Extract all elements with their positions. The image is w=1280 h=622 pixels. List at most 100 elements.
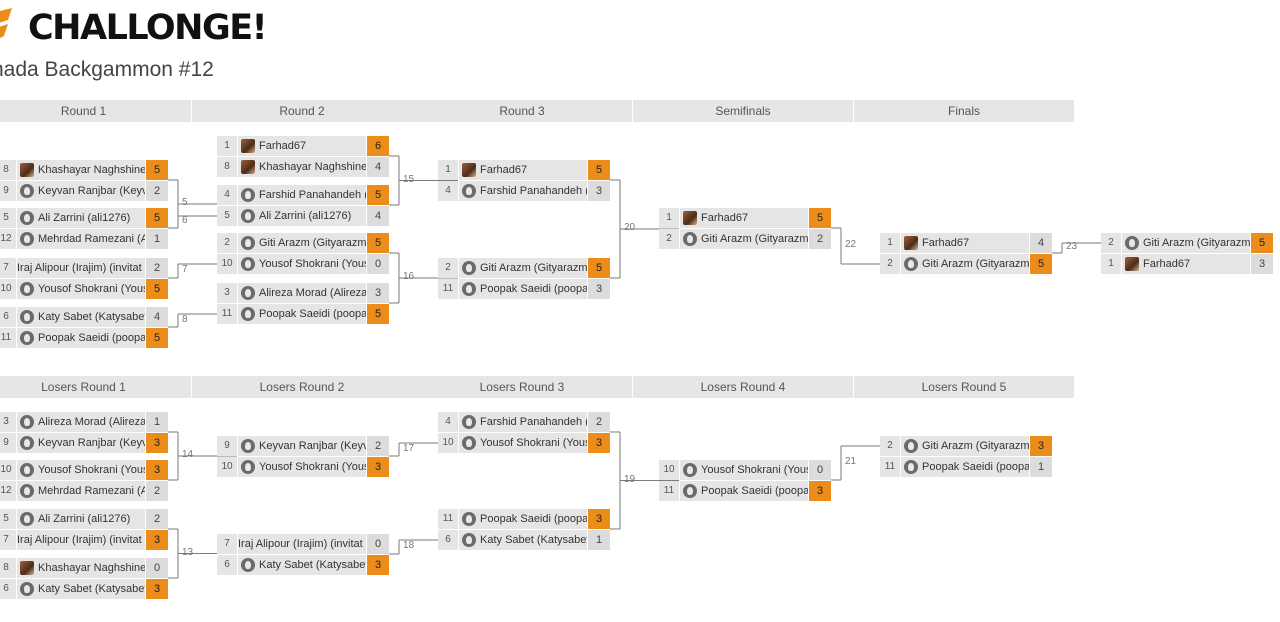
player-name-cell[interactable]: Poopak Saeidi (poopa — [459, 509, 587, 529]
player-name-cell[interactable]: Poopak Saeidi (poopa — [459, 279, 587, 299]
player-name-cell[interactable]: Ali Zarrini (ali1276) — [17, 509, 145, 529]
player-name-cell[interactable]: Farhad67 — [459, 160, 587, 180]
player-name-cell[interactable]: Ali Zarrini (ali1276) — [238, 206, 366, 226]
player-name-cell[interactable]: Farshid Panahandeh ( — [459, 412, 587, 432]
player-name-cell[interactable]: Farhad67 — [1122, 254, 1250, 274]
player-name-cell[interactable]: Mehrdad Ramezani (A — [17, 481, 145, 501]
player-name-cell[interactable]: Mehrdad Ramezani (A — [17, 229, 145, 249]
player-name-cell[interactable]: Ali Zarrini (ali1276) — [17, 208, 145, 228]
player-name-cell[interactable]: Farshid Panahandeh ( — [238, 185, 366, 205]
player-name-cell[interactable]: Giti Arazm (Gityarazm — [680, 229, 808, 249]
player-name-cell[interactable]: Katy Sabet (Katysabet — [238, 555, 366, 575]
player-name-cell[interactable]: Giti Arazm (Gityarazm — [238, 233, 366, 253]
challonge-logo[interactable]: CHALLONGE! — [0, 6, 268, 48]
player-name-cell[interactable]: Farhad67 — [238, 136, 366, 156]
player-name-cell[interactable]: Khashayar Naghshine — [17, 160, 145, 180]
player-name-cell[interactable]: Farshid Panahandeh ( — [459, 181, 587, 201]
player-name-cell[interactable]: Katy Sabet (Katysabet — [459, 530, 587, 550]
player-name-cell[interactable]: Iraj Alipour (Irajim) (invitat — [17, 530, 145, 550]
player-name-cell[interactable]: Alireza Morad (Alireza — [238, 283, 366, 303]
player-name-cell[interactable]: Yousof Shokrani (Yous — [680, 460, 808, 480]
player-name-cell[interactable]: Giti Arazm (Gityarazm — [901, 254, 1029, 274]
player-name-cell[interactable]: Katy Sabet (Katysabet — [17, 307, 145, 327]
player-name-cell[interactable]: Farhad67 — [680, 208, 808, 228]
player-name-cell[interactable]: Farhad67 — [901, 233, 1029, 253]
player-name-cell[interactable]: Keyvan Ranjbar (Keyva — [17, 433, 145, 453]
player-name-cell[interactable]: Poopak Saeidi (poopa — [238, 304, 366, 324]
player-name-cell[interactable]: Yousof Shokrani (Yous — [238, 254, 366, 274]
player-name-cell[interactable]: Giti Arazm (Gityarazm — [901, 436, 1029, 456]
player-name-cell[interactable]: Khashayar Naghshine — [17, 558, 145, 578]
player-name-cell[interactable]: Keyvan Ranjbar (Keyvan — [17, 181, 145, 201]
player-name-cell[interactable]: Khashayar Naghshine — [238, 157, 366, 177]
player-name-cell[interactable]: Poopak Saeidi (poopa — [17, 328, 145, 348]
player-name-cell[interactable]: Iraj Alipour (Irajim) (invitat — [238, 534, 366, 554]
player-name-cell[interactable]: Yousof Shokrani (Yous — [238, 457, 366, 477]
player-name-cell[interactable]: Poopak Saeidi (poopa — [680, 481, 808, 501]
player-name-cell[interactable]: Poopak Saeidi (poopa — [901, 457, 1029, 477]
